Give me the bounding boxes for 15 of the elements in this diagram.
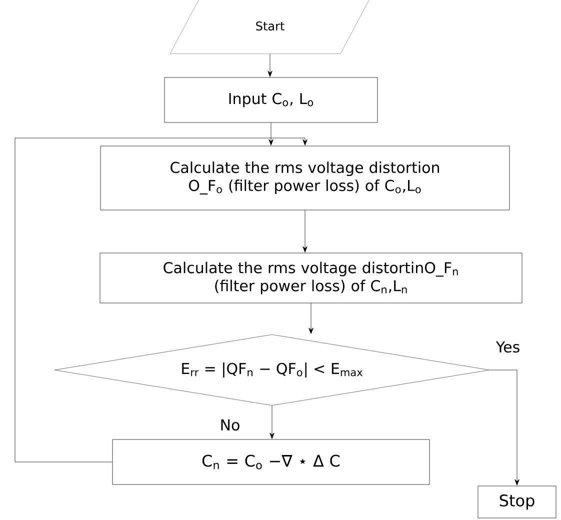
process-box: C$_{n}$ = C$_{o}$ −∇ ⋆ Δ C: [112, 439, 430, 485]
arrow: [268, 122, 274, 146]
edge-label: Yes: [494, 340, 522, 354]
process-box: Stop: [478, 486, 556, 518]
process-box: Calculate the rms voltage distortion O_F$_{o}$ (filter power loss) of C$_{o}$,L$_{o}$: [100, 146, 510, 210]
arrow: [490, 370, 520, 486]
arrow: [14, 138, 308, 462]
edge-label: No: [218, 418, 242, 432]
arrow: [308, 303, 314, 334]
process-box: Calculate the rms voltage distortinO_F$_{n}$ (filter power loss) of C$_{n}$,L$_{n}$: [100, 252, 522, 304]
start-parallelogram: Start: [170, 0, 370, 54]
arrow: [302, 210, 308, 252]
arrow: [268, 54, 272, 77]
arrow: [270, 406, 274, 439]
process-box: Input C$_{o}$, L$_{o}$: [164, 77, 378, 123]
